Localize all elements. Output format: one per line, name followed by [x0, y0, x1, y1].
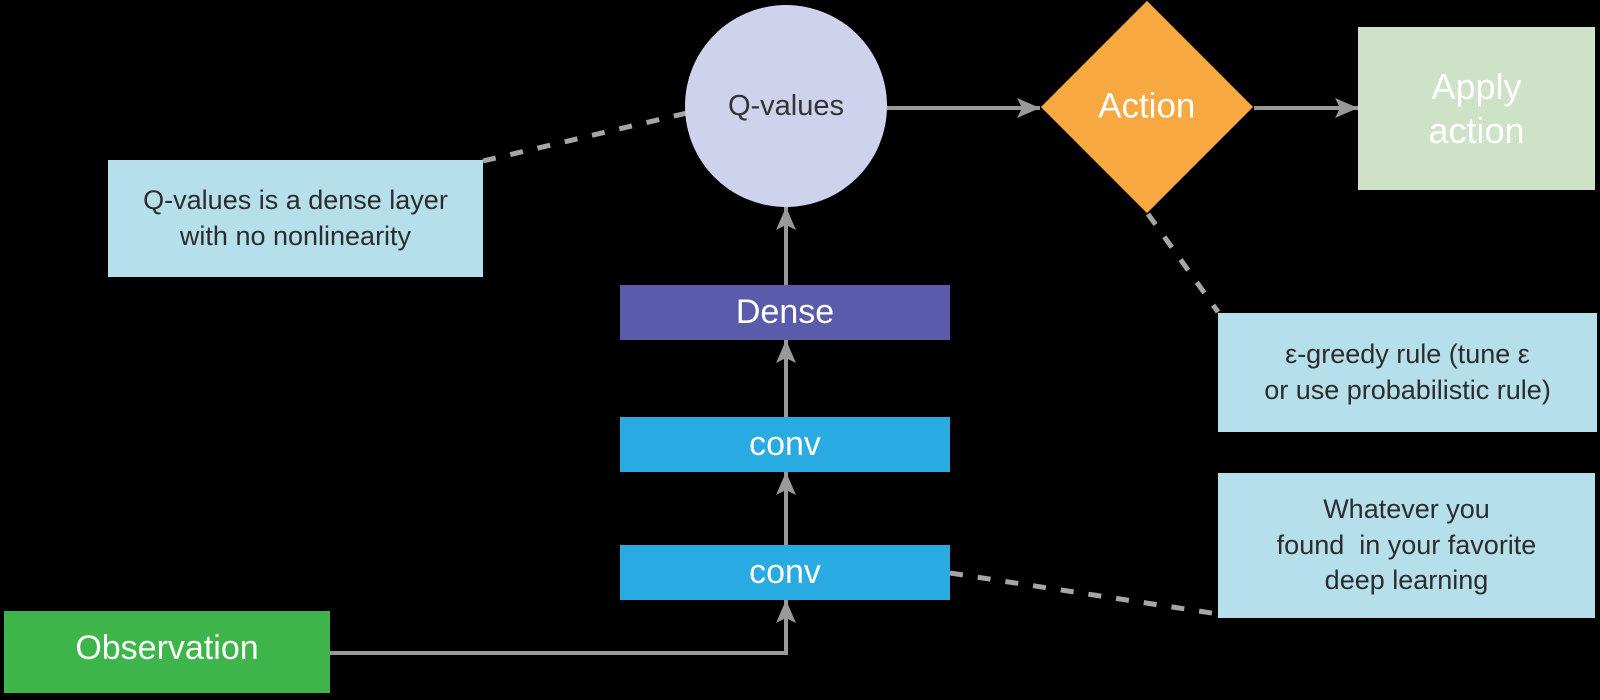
observation-label: Observation: [75, 628, 259, 667]
dense-layer-node: Dense: [620, 285, 950, 340]
apply-action-label-line1: Apply: [1431, 66, 1522, 108]
conv-layer-2-label: conv: [749, 425, 821, 463]
dashed-link-deep-learning-note: [949, 570, 1219, 617]
dense-layer-label: Dense: [735, 293, 835, 331]
deep-learning-annotation-line2: found in your favorite: [1276, 529, 1537, 560]
deep-learning-annotation-line3: deep learning: [1324, 565, 1489, 596]
epsilon-greedy-annotation-line1: ε-greedy rule (tune ε: [1285, 338, 1530, 369]
observation-node: Observation: [4, 611, 330, 693]
epsilon-greedy-annotation: ε-greedy rule (tune ε or use probabilist…: [1218, 313, 1597, 432]
q-values-annotation-line1: Q-values is a dense layer: [143, 184, 448, 215]
q-values-annotation: Q-values is a dense layer with no nonlin…: [108, 160, 483, 277]
arrow-observation-to-conv: [330, 600, 796, 655]
conv-layer-2-node: conv: [620, 417, 950, 472]
apply-action-node: Apply action: [1358, 27, 1595, 190]
conv-layer-1-label: conv: [749, 553, 821, 591]
apply-action-label-line2: action: [1428, 109, 1525, 151]
epsilon-greedy-annotation-line2: or use probabilistic rule): [1264, 374, 1551, 405]
conv-layer-1-node: conv: [620, 545, 950, 600]
dashed-link-qvalues-note: [482, 110, 688, 164]
q-values-circle-node: Q-values: [685, 5, 887, 207]
deep-learning-annotation-line1: Whatever you: [1323, 494, 1490, 525]
deep-learning-annotation: Whatever you found in your favorite deep…: [1218, 473, 1595, 618]
action-label: Action: [1098, 87, 1196, 126]
q-values-label: Q-values: [727, 89, 845, 122]
q-values-annotation-line2: with no nonlinearity: [179, 220, 412, 251]
dashed-link-epsilon-note: [1145, 212, 1221, 314]
